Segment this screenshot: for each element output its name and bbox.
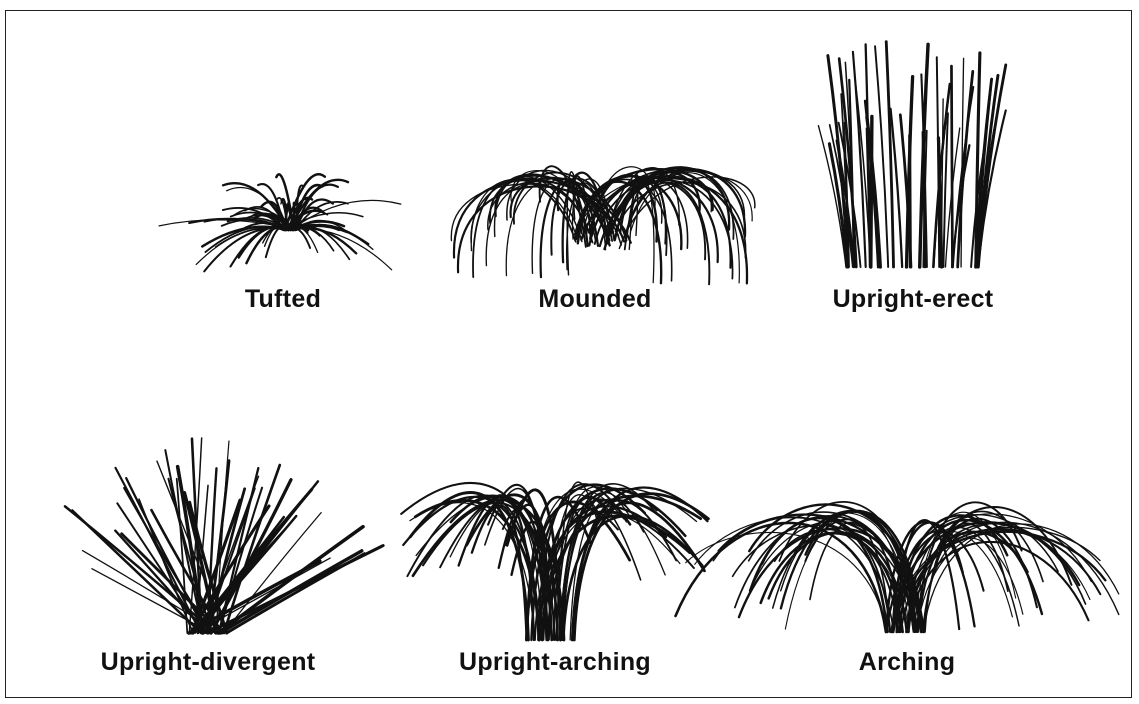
grass-blade <box>563 516 702 640</box>
arching-grass-illustration <box>690 480 1130 640</box>
label-upright-arching: Upright-arching <box>459 648 651 677</box>
grass-blade <box>951 66 952 267</box>
label-upright-divergent: Upright-divergent <box>101 648 316 677</box>
mounded-grass-illustration <box>445 140 760 285</box>
grass-blade <box>204 228 295 272</box>
label-tufted: Tufted <box>245 285 321 314</box>
grass-blade <box>220 551 362 633</box>
label-mounded: Mounded <box>538 285 651 314</box>
grass-blade <box>941 99 943 267</box>
label-upright-erect: Upright-erect <box>833 285 994 314</box>
grass-blade <box>231 227 287 266</box>
upright-divergent-grass-illustration <box>70 415 345 637</box>
grass-blade <box>288 226 349 259</box>
grass-blade <box>285 229 392 270</box>
tufted-grass-illustration <box>180 150 400 275</box>
label-arching: Arching <box>859 648 956 677</box>
upright-arching-grass-illustration <box>395 450 715 645</box>
upright-erect-grass-illustration <box>830 35 1000 275</box>
